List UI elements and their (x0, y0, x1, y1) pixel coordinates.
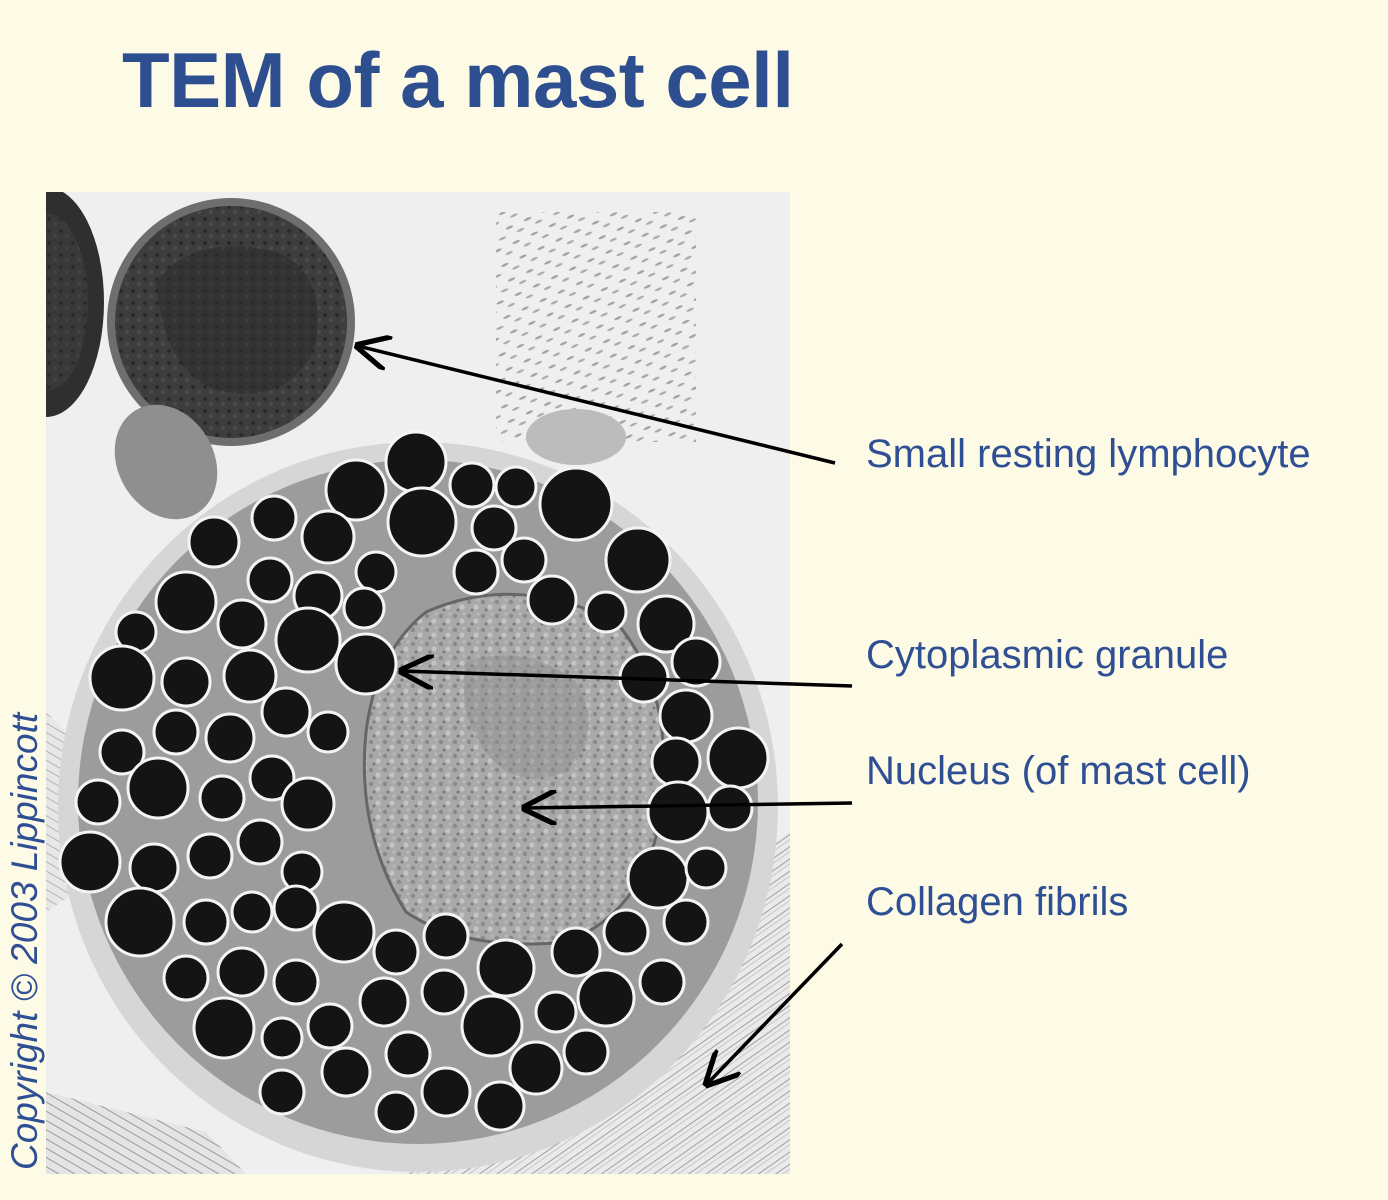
copyright-notice: Copyright © 2003 Lippincott (4, 712, 45, 1170)
slide-title: TEM of a mast cell (122, 36, 794, 124)
label-nucleus: Nucleus (of mast cell) (866, 749, 1251, 793)
label-cytoplasmic-granule: Cytoplasmic granule (866, 633, 1229, 677)
label-small-resting-lymphocyte: Small resting lymphocyte (866, 432, 1311, 476)
label-collagen-fibrils: Collagen fibrils (866, 880, 1129, 924)
tem-micrograph (46, 192, 790, 1174)
